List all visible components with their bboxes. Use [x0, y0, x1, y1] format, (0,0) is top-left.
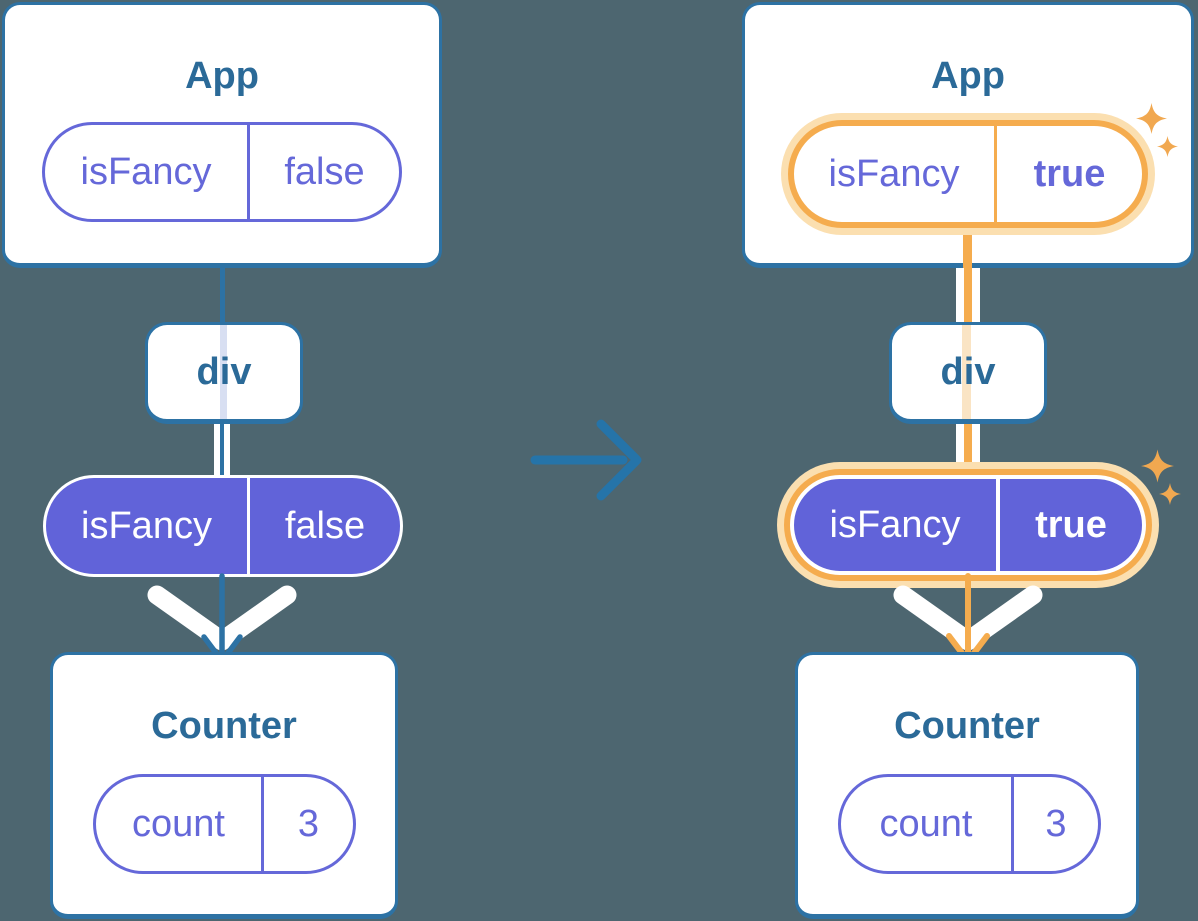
counter-card-before: Counter count 3 [50, 652, 398, 919]
counter-prop-pill-before: count 3 [93, 774, 356, 874]
prop-flow-line-before [214, 424, 230, 476]
sparkle-icon [1136, 103, 1167, 134]
prop-value-cell: 3 [261, 777, 353, 871]
div-node-after: div [889, 322, 1047, 424]
prop-value-cell: false [247, 478, 400, 574]
app-prop-pill-before: isFancy false [42, 122, 402, 222]
counter-title: Counter [151, 705, 297, 747]
prop-pill-before: isFancy false [43, 475, 403, 577]
div-node-before: div [145, 322, 303, 424]
transition-arrow-icon [530, 419, 642, 501]
prop-value-cell: true [996, 479, 1142, 571]
counter-card-after: Counter count 3 [795, 652, 1139, 919]
faded-line-through-div [962, 325, 971, 419]
prop-flow-line-highlighted [956, 268, 980, 324]
div-label: div [196, 350, 252, 393]
prop-name-cell: isFancy [81, 504, 212, 547]
prop-value-cell: 3 [1011, 777, 1098, 871]
prop-name-cell: isFancy [828, 152, 960, 195]
prop-pill-after: isFancy true [790, 475, 1146, 575]
prop-name-cell: count [879, 802, 973, 845]
counter-title: Counter [894, 705, 1040, 747]
sparkle-icon [1159, 483, 1181, 505]
app-title: App [185, 55, 259, 97]
sparkle-icon [1141, 449, 1174, 483]
prop-value-cell: true [994, 126, 1142, 222]
prop-name-cell: isFancy [80, 150, 212, 193]
div-label: div [940, 350, 996, 393]
app-title: App [931, 55, 1005, 97]
connector-app-div [220, 268, 225, 324]
app-prop-pill-after: isFancy true [788, 120, 1148, 228]
sparkle-icon [1157, 136, 1178, 157]
prop-flow-line-highlighted [956, 424, 980, 470]
prop-name-cell: count [132, 802, 225, 845]
prop-name-cell: isFancy [829, 503, 961, 546]
highlight-line-in-app-card [963, 228, 972, 268]
faded-line-through-div [220, 325, 227, 419]
counter-prop-pill-after: count 3 [838, 774, 1101, 874]
prop-value-cell: false [247, 125, 399, 219]
